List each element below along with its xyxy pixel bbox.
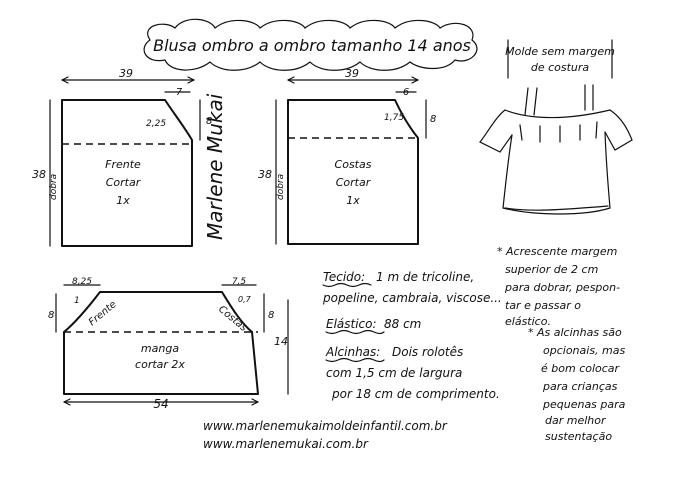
sleeve-width: 54 bbox=[153, 397, 168, 411]
note2-line3: é bom colocar bbox=[541, 362, 621, 375]
back-label-2: Cortar bbox=[336, 176, 372, 189]
note2-line5: pequenas para bbox=[542, 398, 626, 411]
alcinhas-line3: por 18 cm de comprimento. bbox=[331, 387, 500, 401]
back-neck-width: 6 bbox=[403, 87, 409, 98]
tecido-label: Tecido: bbox=[323, 270, 365, 284]
front-height: 38 bbox=[32, 168, 46, 181]
title-cloud: Blusa ombro a ombro tamanho 14 anos bbox=[143, 18, 478, 71]
elastico-value: 88 cm bbox=[384, 317, 421, 331]
front-label-1: Frente bbox=[105, 158, 141, 171]
front-piece: 39 7 8 2,25 38 dobra Frente Cortar 1x bbox=[32, 67, 212, 247]
sleeve-right-width: 7,5 bbox=[232, 277, 247, 287]
front-label-3: 1x bbox=[116, 194, 130, 207]
tecido-line2: popeline, cambraia, viscose... bbox=[322, 291, 502, 305]
back-neck-height: 8 bbox=[430, 114, 436, 125]
alcinhas-line1: Dois rolotês bbox=[392, 345, 463, 359]
elastico-label: Elástico: bbox=[326, 317, 377, 331]
note2-line7: sustentação bbox=[545, 430, 612, 443]
sleeve-height: 14 bbox=[274, 335, 288, 348]
back-fold: dobra bbox=[276, 174, 286, 200]
note-header-box: Molde sem margem de costura bbox=[505, 39, 615, 79]
page-title: Blusa ombro a ombro tamanho 14 anos bbox=[153, 36, 471, 55]
back-label-3: 1x bbox=[346, 194, 360, 207]
sleeve-left-height: 8 bbox=[48, 310, 54, 321]
front-curve: 2,25 bbox=[146, 119, 166, 129]
note2-line1: * As alcinhas são bbox=[528, 326, 622, 339]
sleeve-piece: 8,25 7,5 8 8 1 0,7 Frente Costas 14 54 m… bbox=[48, 277, 289, 411]
note1-line4: tar e passar o bbox=[505, 299, 581, 312]
note2-line4: para crianças bbox=[542, 380, 618, 393]
signature-text: Marlene Mukai bbox=[203, 93, 227, 240]
materials-block: Tecido: 1 m de tricoline, popeline, camb… bbox=[322, 270, 502, 401]
front-neck-width: 7 bbox=[176, 87, 183, 98]
note1-line5: elástico. bbox=[505, 315, 551, 328]
back-label-1: Costas bbox=[335, 158, 372, 171]
sleeve-left-width: 8,25 bbox=[72, 277, 92, 287]
site-link-2[interactable]: www.marlenemukai.com.br bbox=[203, 437, 369, 451]
note1-line3: para dobrar, pespon- bbox=[504, 281, 620, 294]
front-fold: dobra bbox=[49, 174, 59, 200]
notes-block: * Acrescente margem superior de 2 cm par… bbox=[497, 245, 626, 443]
back-curve: 1,75 bbox=[384, 113, 404, 123]
sleeve-right-curve: 0,7 bbox=[238, 295, 252, 304]
back-piece: 39 6 8 1,75 38 dobra Costas Cortar 1x bbox=[258, 67, 436, 245]
blouse-sketch bbox=[479, 84, 633, 215]
note2-line2: opcionais, mas bbox=[543, 344, 625, 357]
note1-line2: superior de 2 cm bbox=[505, 263, 598, 276]
sleeve-label-2: cortar 2x bbox=[135, 358, 185, 371]
back-width: 39 bbox=[345, 67, 359, 80]
note-header-line2: de costura bbox=[531, 61, 590, 74]
alcinhas-line2: com 1,5 cm de largura bbox=[326, 366, 462, 380]
note-header-line1: Molde sem margem bbox=[505, 45, 615, 58]
note2-line6: dar melhor bbox=[545, 414, 607, 427]
sleeve-right-height: 8 bbox=[268, 310, 274, 321]
links-block: www.marlenemukaimoldeinfantil.com.br www… bbox=[203, 419, 448, 451]
tecido-line1: 1 m de tricoline, bbox=[376, 270, 474, 284]
signature: Marlene Mukai bbox=[203, 93, 227, 240]
sleeve-left-curve: 1 bbox=[74, 296, 80, 306]
front-label-2: Cortar bbox=[106, 176, 142, 189]
site-link-1[interactable]: www.marlenemukaimoldeinfantil.com.br bbox=[203, 419, 448, 433]
front-width: 39 bbox=[119, 67, 133, 80]
front-neck-height: 8 bbox=[206, 116, 212, 127]
alcinhas-label: Alcinhas: bbox=[325, 345, 380, 359]
back-height: 38 bbox=[258, 168, 272, 181]
sleeve-label-1: manga bbox=[141, 342, 179, 355]
note1-line1: * Acrescente margem bbox=[497, 245, 617, 258]
